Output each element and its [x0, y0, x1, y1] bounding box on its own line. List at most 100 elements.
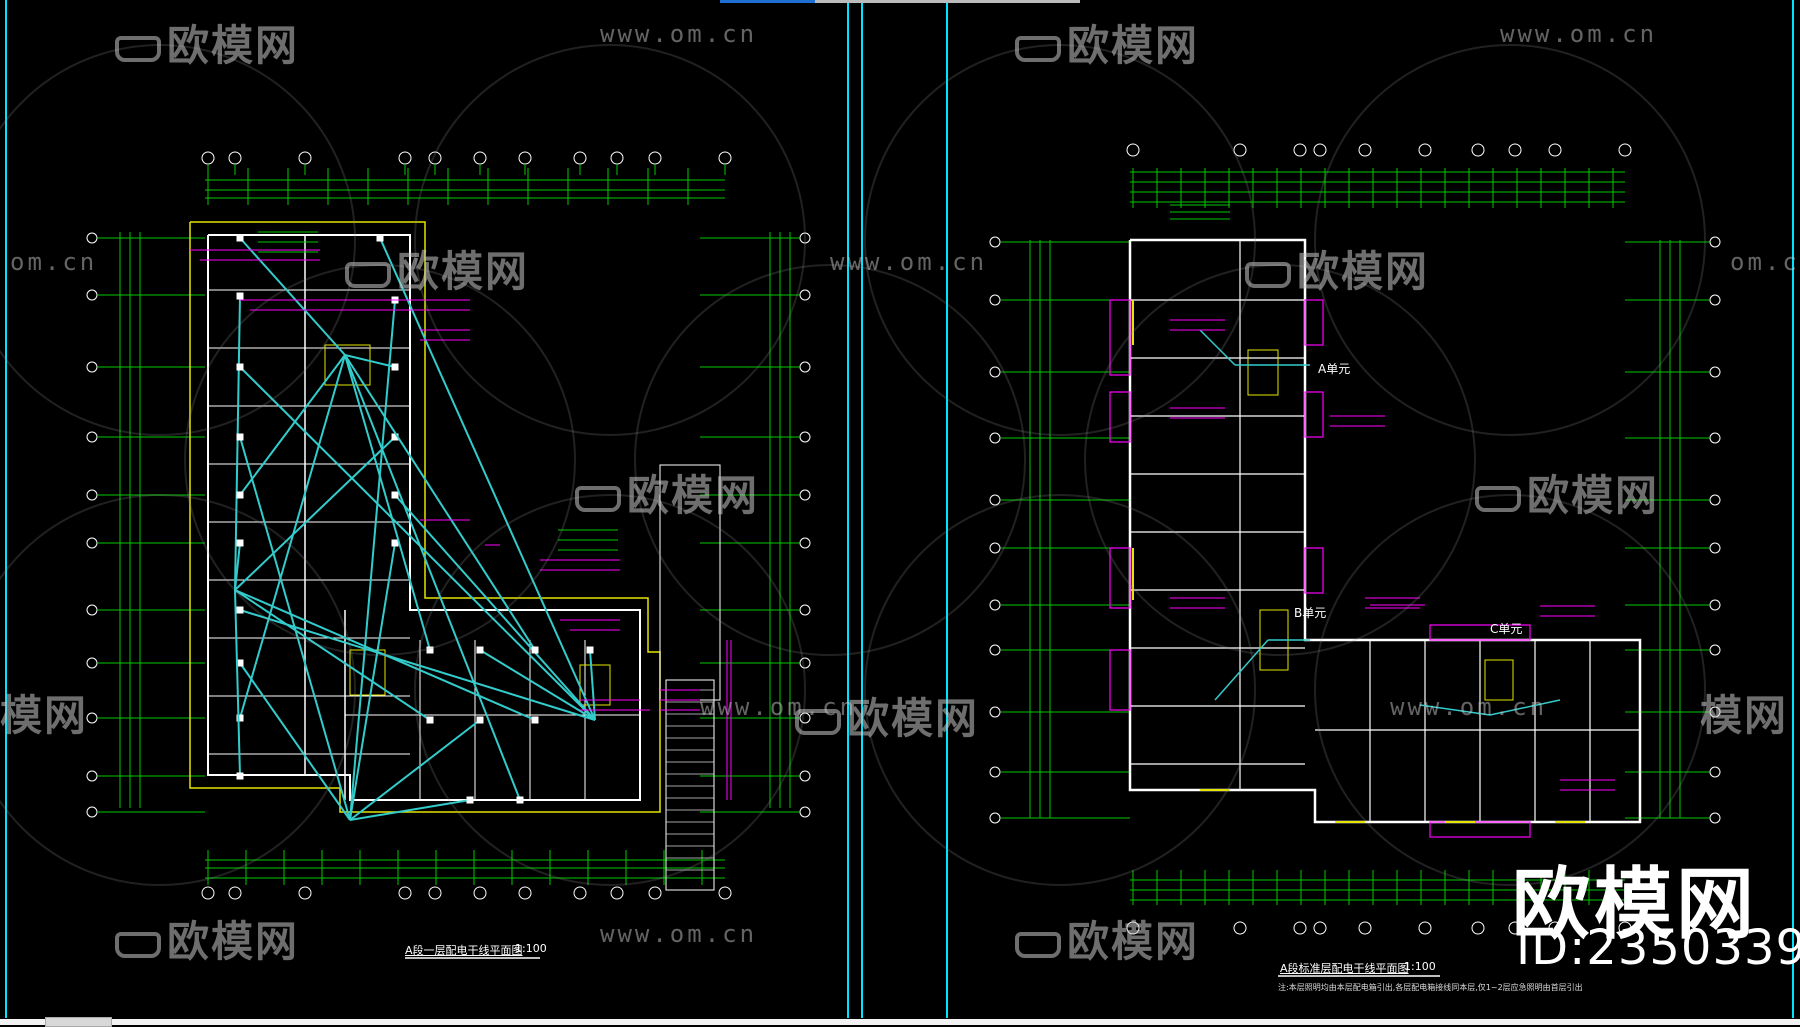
sofa-icon	[115, 931, 161, 958]
grid-bubble	[989, 236, 1001, 248]
cable-run	[344, 354, 521, 801]
brand-id: ID:2350339	[1516, 920, 1800, 976]
grid-bubble	[799, 289, 811, 301]
magenta-bay	[1304, 391, 1324, 438]
grid-bubble	[398, 886, 412, 900]
grid-bubble	[518, 886, 532, 900]
watermark-ring	[1314, 494, 1706, 886]
grid-bubble	[799, 806, 811, 818]
grid-bubble	[989, 366, 1001, 378]
grid-bubble	[1126, 921, 1140, 935]
watermark-logo-text: 欧模网	[167, 21, 300, 70]
grid-bubble	[1418, 921, 1432, 935]
grid-bubble	[86, 712, 98, 724]
watermark-ring	[634, 264, 1026, 656]
grid-bubble	[799, 489, 811, 501]
grid-bubble	[1618, 143, 1632, 157]
grid-bubble	[201, 886, 215, 900]
grid-bubble	[86, 806, 98, 818]
sofa-icon	[115, 35, 161, 62]
cable-run	[234, 589, 536, 721]
grid-bubble	[86, 361, 98, 373]
watermark-ring	[864, 494, 1256, 886]
magenta-bay	[1109, 299, 1131, 376]
grid-bubble	[298, 886, 312, 900]
watermark-url: www.om.cn	[1390, 693, 1548, 721]
unit-c-label: C单元	[1490, 622, 1523, 636]
grid-bubble	[1709, 432, 1721, 444]
sofa-icon	[1015, 931, 1061, 958]
sofa-icon	[575, 485, 621, 512]
distribution-box	[236, 292, 244, 300]
cable-run	[349, 299, 396, 821]
grid-bubble	[989, 494, 1001, 506]
watermark-logo-partial: 模网	[1700, 691, 1789, 740]
cable-run	[234, 542, 241, 591]
cable-run	[344, 354, 431, 651]
bottom-tab[interactable]	[45, 1017, 112, 1027]
distribution-box	[426, 646, 434, 654]
distribution-box	[391, 363, 399, 371]
watermark-logo-text: 欧模网	[1067, 917, 1200, 966]
watermark-ring	[414, 44, 806, 436]
right-drawing-note: 注:本层照明均由本层配电箱引出,各层配电箱接线同本层,仅1~2层应急照明由首层引…	[1278, 983, 1583, 992]
grid-bubble	[86, 431, 98, 443]
watermark-url: www.om.cn	[700, 693, 858, 721]
grid-bubble	[1548, 921, 1562, 935]
grid-bubble	[1709, 644, 1721, 656]
grid-bubble	[1709, 294, 1721, 306]
grid-bubble	[1293, 921, 1307, 935]
grid-bubble	[648, 886, 662, 900]
unit-b-label: B单元	[1294, 606, 1327, 620]
watermark-logo-text: 欧模网	[847, 694, 980, 743]
watermark-logo-text: 欧模网	[627, 471, 760, 520]
inner-wall	[207, 234, 641, 801]
magenta-bay	[1429, 821, 1531, 838]
magenta-bay	[1304, 299, 1324, 346]
cable-run	[234, 589, 241, 777]
distribution-box	[391, 491, 399, 499]
cable-run	[349, 799, 471, 821]
magenta-bay	[1429, 624, 1531, 641]
grid-bubble	[1709, 494, 1721, 506]
sheet-borders	[5, 0, 1794, 1018]
grid-bubble	[799, 770, 811, 782]
cable-run	[1419, 704, 1491, 716]
watermark-logo: 欧模网	[115, 12, 299, 73]
distribution-box	[236, 234, 244, 242]
right-floor-plan	[989, 143, 1721, 977]
distribution-box	[531, 716, 539, 724]
window-tab-active[interactable]	[720, 0, 815, 3]
cable-run	[1214, 639, 1269, 701]
grid-bubble	[799, 657, 811, 669]
grid-bubble	[1126, 143, 1140, 157]
grid-bubble	[1709, 236, 1721, 248]
grid-bubble	[989, 706, 1001, 718]
watermark-logo-text: 欧模网	[1297, 247, 1430, 296]
watermark-logo: 欧模网	[1475, 462, 1659, 523]
watermark-logo: 欧模网	[345, 238, 529, 299]
grid-bubble	[86, 289, 98, 301]
cable-run	[349, 719, 481, 821]
grid-bubble	[473, 886, 487, 900]
grid-bubble	[86, 604, 98, 616]
watermark-url: www.om.cn	[600, 20, 758, 48]
distribution-box	[236, 772, 244, 780]
grid-bubble	[1471, 143, 1485, 157]
grid-bubble	[1471, 921, 1485, 935]
left-floor-plan	[86, 151, 811, 959]
grid-bubble	[1709, 812, 1721, 824]
grid-bubble	[1313, 143, 1327, 157]
distribution-box	[516, 796, 524, 804]
grid-bubble	[86, 537, 98, 549]
outer-wall	[1128, 238, 1642, 824]
cable-run	[239, 366, 596, 721]
watermark-logo: 欧模网	[115, 908, 299, 969]
grid-bubble	[799, 232, 811, 244]
grid-bubble	[799, 431, 811, 443]
cable-run	[1489, 699, 1561, 716]
magenta-bay	[1109, 391, 1131, 443]
window-tab[interactable]	[815, 0, 1080, 3]
left-drawing-scale: 1:100	[515, 942, 547, 955]
